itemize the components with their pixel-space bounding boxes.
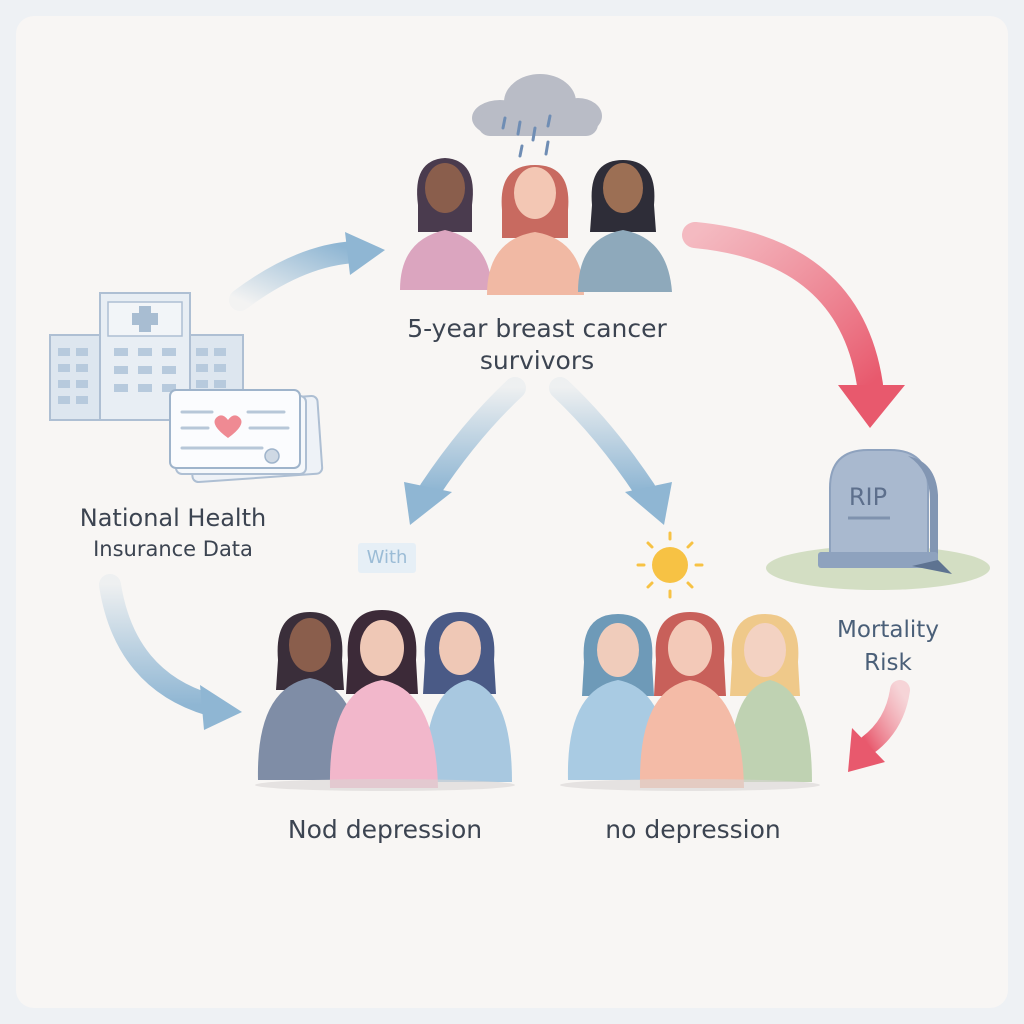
woman-figure [329, 610, 438, 788]
woman-figure [487, 165, 584, 295]
arrow-mortality-to-group [848, 680, 910, 772]
arrow-cohort-to-left-group [404, 377, 526, 525]
hospital-icon [49, 292, 244, 421]
arrow-source-to-left-group [99, 574, 242, 730]
left-group-label: Nod depression [287, 815, 483, 844]
cohort-label-line2: survivors [479, 346, 595, 375]
source-label-line1: National Health [79, 504, 267, 532]
woman-figure [639, 612, 744, 788]
mortality-label-line1: Mortality [837, 617, 939, 643]
mortality-label: Mortality Risk [808, 614, 968, 680]
woman-figure [423, 612, 512, 782]
tombstone-text: RIP [849, 483, 887, 511]
cohort-label-line1: 5-year breast cancer [407, 314, 667, 343]
insurance-card-icon [169, 389, 324, 484]
arrow-cohort-to-mortality [682, 222, 905, 428]
depressed-group-illustration [255, 610, 515, 791]
rain-cloud-icon [472, 74, 602, 158]
woman-figure [729, 614, 812, 782]
source-label: National Health Insurance Data [48, 503, 298, 565]
arrow-source-to-cohort [229, 232, 385, 311]
cohort-women-illustration [400, 158, 672, 295]
non-depressed-group-illustration [560, 612, 820, 791]
right-group-label: no depression [605, 815, 781, 844]
sun-icon [636, 531, 704, 599]
tombstone-icon: RIP [766, 449, 990, 590]
woman-figure [578, 160, 672, 292]
cohort-label: 5-year breast cancer survivors [372, 313, 702, 377]
woman-figure [400, 158, 492, 290]
with-tag: With [358, 543, 416, 573]
woman-figure [257, 612, 362, 780]
mortality-label-line2: Risk [864, 650, 912, 676]
arrow-cohort-to-right-group [549, 377, 672, 525]
source-label-line2: Insurance Data [93, 537, 253, 561]
